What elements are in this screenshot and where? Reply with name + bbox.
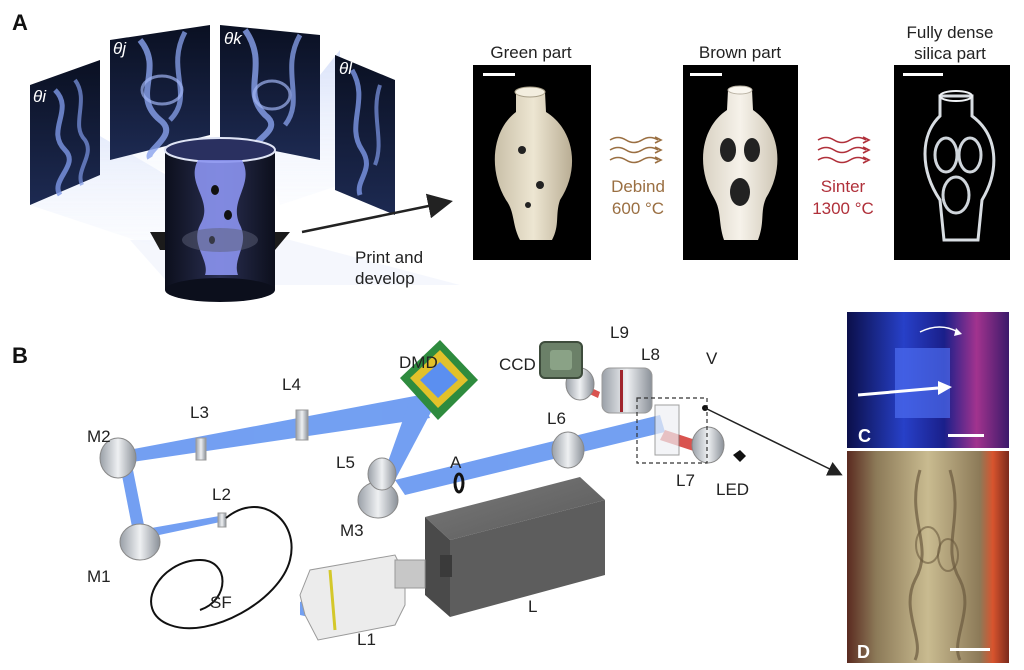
label-ccd: CCD <box>499 355 536 374</box>
dmd-device <box>400 340 478 420</box>
cuvette <box>654 404 680 456</box>
label-v: V <box>706 349 718 368</box>
lens-l7 <box>691 426 725 464</box>
label-m2: M2 <box>87 427 111 446</box>
label-l3: L3 <box>190 403 209 422</box>
zoom-arrow <box>704 407 843 476</box>
label-l1: L1 <box>357 630 376 649</box>
print-develop-arrow <box>301 193 453 234</box>
lens-l6 <box>551 431 585 469</box>
label-l4: L4 <box>282 375 301 394</box>
ccd-camera <box>539 341 583 379</box>
label-dmd: DMD <box>399 353 438 372</box>
projection-theta-l <box>335 55 395 215</box>
panel-c-scale-bar <box>948 434 984 437</box>
label-m3: M3 <box>340 521 364 540</box>
green-part-photo <box>473 65 591 260</box>
mirror-m2 <box>99 437 137 479</box>
projection-theta-i <box>30 60 100 205</box>
sinter-waves-icon <box>817 136 871 164</box>
panel-c-image <box>847 312 1009 448</box>
theta-k-label: θk <box>224 29 243 48</box>
panel-d-image <box>847 451 1009 663</box>
dense-part-title-line1: Fully dense <box>907 23 994 42</box>
objective-l1 <box>299 554 426 641</box>
sinter-temp: 1300 °C <box>812 199 874 218</box>
objective-l8 <box>601 367 653 414</box>
vial-region-box <box>636 397 708 464</box>
label-l9: L9 <box>610 323 629 342</box>
dense-part-title-line2: silica part <box>914 44 986 63</box>
panel-d-label: D <box>857 642 870 662</box>
label-l8: L8 <box>641 345 660 364</box>
debind-temp: 600 °C <box>612 199 664 218</box>
label-laser: L <box>528 597 537 616</box>
lens-l4 <box>295 409 309 441</box>
projection-theta-j <box>110 25 210 160</box>
label-sf: SF <box>210 593 232 612</box>
label-aperture: A <box>450 453 462 472</box>
label-l7: L7 <box>676 471 695 490</box>
theta-l-label: θl <box>339 59 353 78</box>
aperture <box>453 472 465 494</box>
panel-a-label: A <box>12 10 28 35</box>
green-scale-bar <box>483 73 515 76</box>
mirror-m1 <box>119 523 161 561</box>
resin-vial <box>164 137 276 302</box>
debind-waves-icon <box>609 136 663 164</box>
projection-theta-k <box>220 25 320 160</box>
print-develop-text-line1: Print and <box>355 248 423 267</box>
debind-label: Debind <box>611 177 665 196</box>
theta-j-label: θj <box>113 39 127 58</box>
label-m1: M1 <box>87 567 111 586</box>
green-part-title: Green part <box>490 43 572 62</box>
lens-l3 <box>195 437 207 461</box>
brown-part-photo <box>683 65 798 260</box>
label-l5: L5 <box>336 453 355 472</box>
optical-fiber <box>150 506 293 630</box>
label-led: LED <box>716 480 749 499</box>
panel-d-scale-bar <box>950 648 990 651</box>
laser-box <box>425 477 605 617</box>
brown-scale-bar <box>690 73 722 76</box>
label-l2: L2 <box>212 485 231 504</box>
lens-l2 <box>217 512 227 528</box>
theta-i-label: θi <box>33 87 47 106</box>
brown-part-title: Brown part <box>699 43 781 62</box>
label-l6: L6 <box>547 409 566 428</box>
dense-part-photo <box>894 65 1010 260</box>
panel-c-label: C <box>858 426 871 446</box>
sinter-label: Sinter <box>821 177 866 196</box>
lens-l5 <box>367 457 397 491</box>
panel-b-label: B <box>12 343 28 368</box>
print-develop-text-line2: develop <box>355 269 415 288</box>
dense-scale-bar <box>903 73 943 76</box>
led-source <box>733 450 746 462</box>
